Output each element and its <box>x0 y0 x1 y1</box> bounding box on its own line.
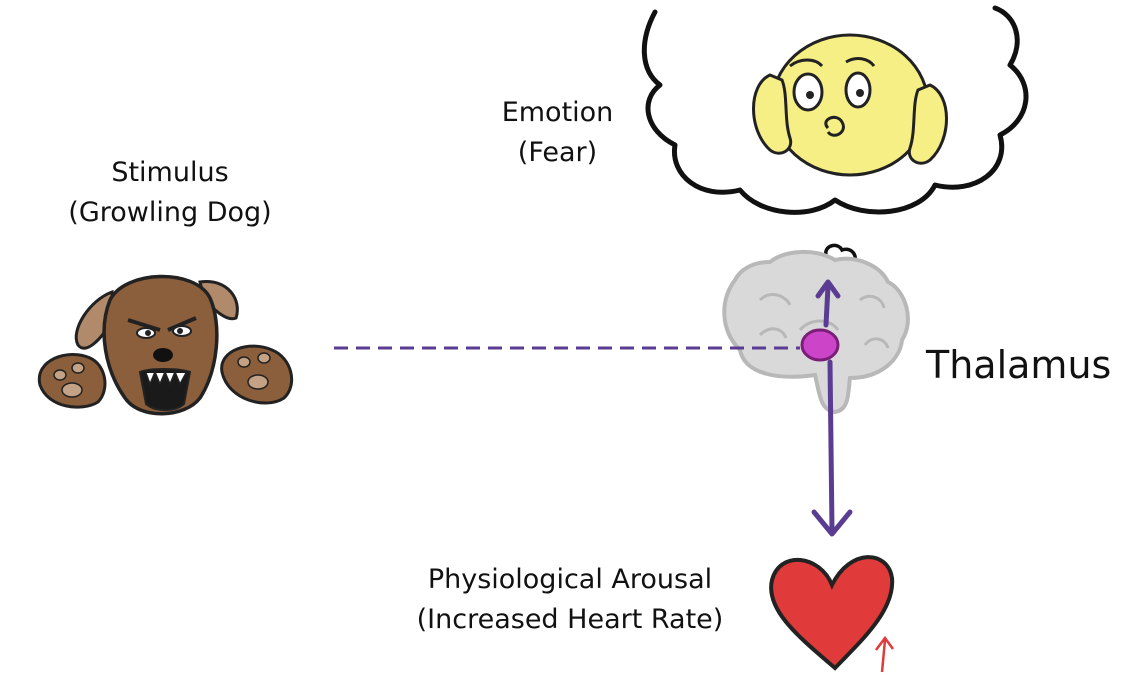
emotion-title: Emotion <box>501 97 614 128</box>
arrow-to-emotion <box>815 279 841 328</box>
emotion-label: Emotion (Fear) <box>470 93 645 173</box>
up-arrow-icon <box>875 635 895 673</box>
fear-face-icon <box>752 33 948 177</box>
arousal-label: Physiological Arousal (Increased Heart R… <box>400 560 740 640</box>
thalamus-label: Thalamus <box>926 343 1112 387</box>
stimulus-title: Stimulus <box>111 157 229 188</box>
dog-icon <box>37 274 294 416</box>
heart-icon <box>769 555 895 671</box>
stimulus-label: Stimulus (Growling Dog) <box>40 153 300 233</box>
arrow-to-arousal <box>811 359 853 537</box>
emotion-detail: (Fear) <box>517 137 598 168</box>
stimulus-detail: (Growling Dog) <box>68 197 272 228</box>
thalamus-icon <box>800 328 840 362</box>
arousal-detail: (Increased Heart Rate) <box>416 604 724 635</box>
arousal-title: Physiological Arousal <box>427 564 713 595</box>
